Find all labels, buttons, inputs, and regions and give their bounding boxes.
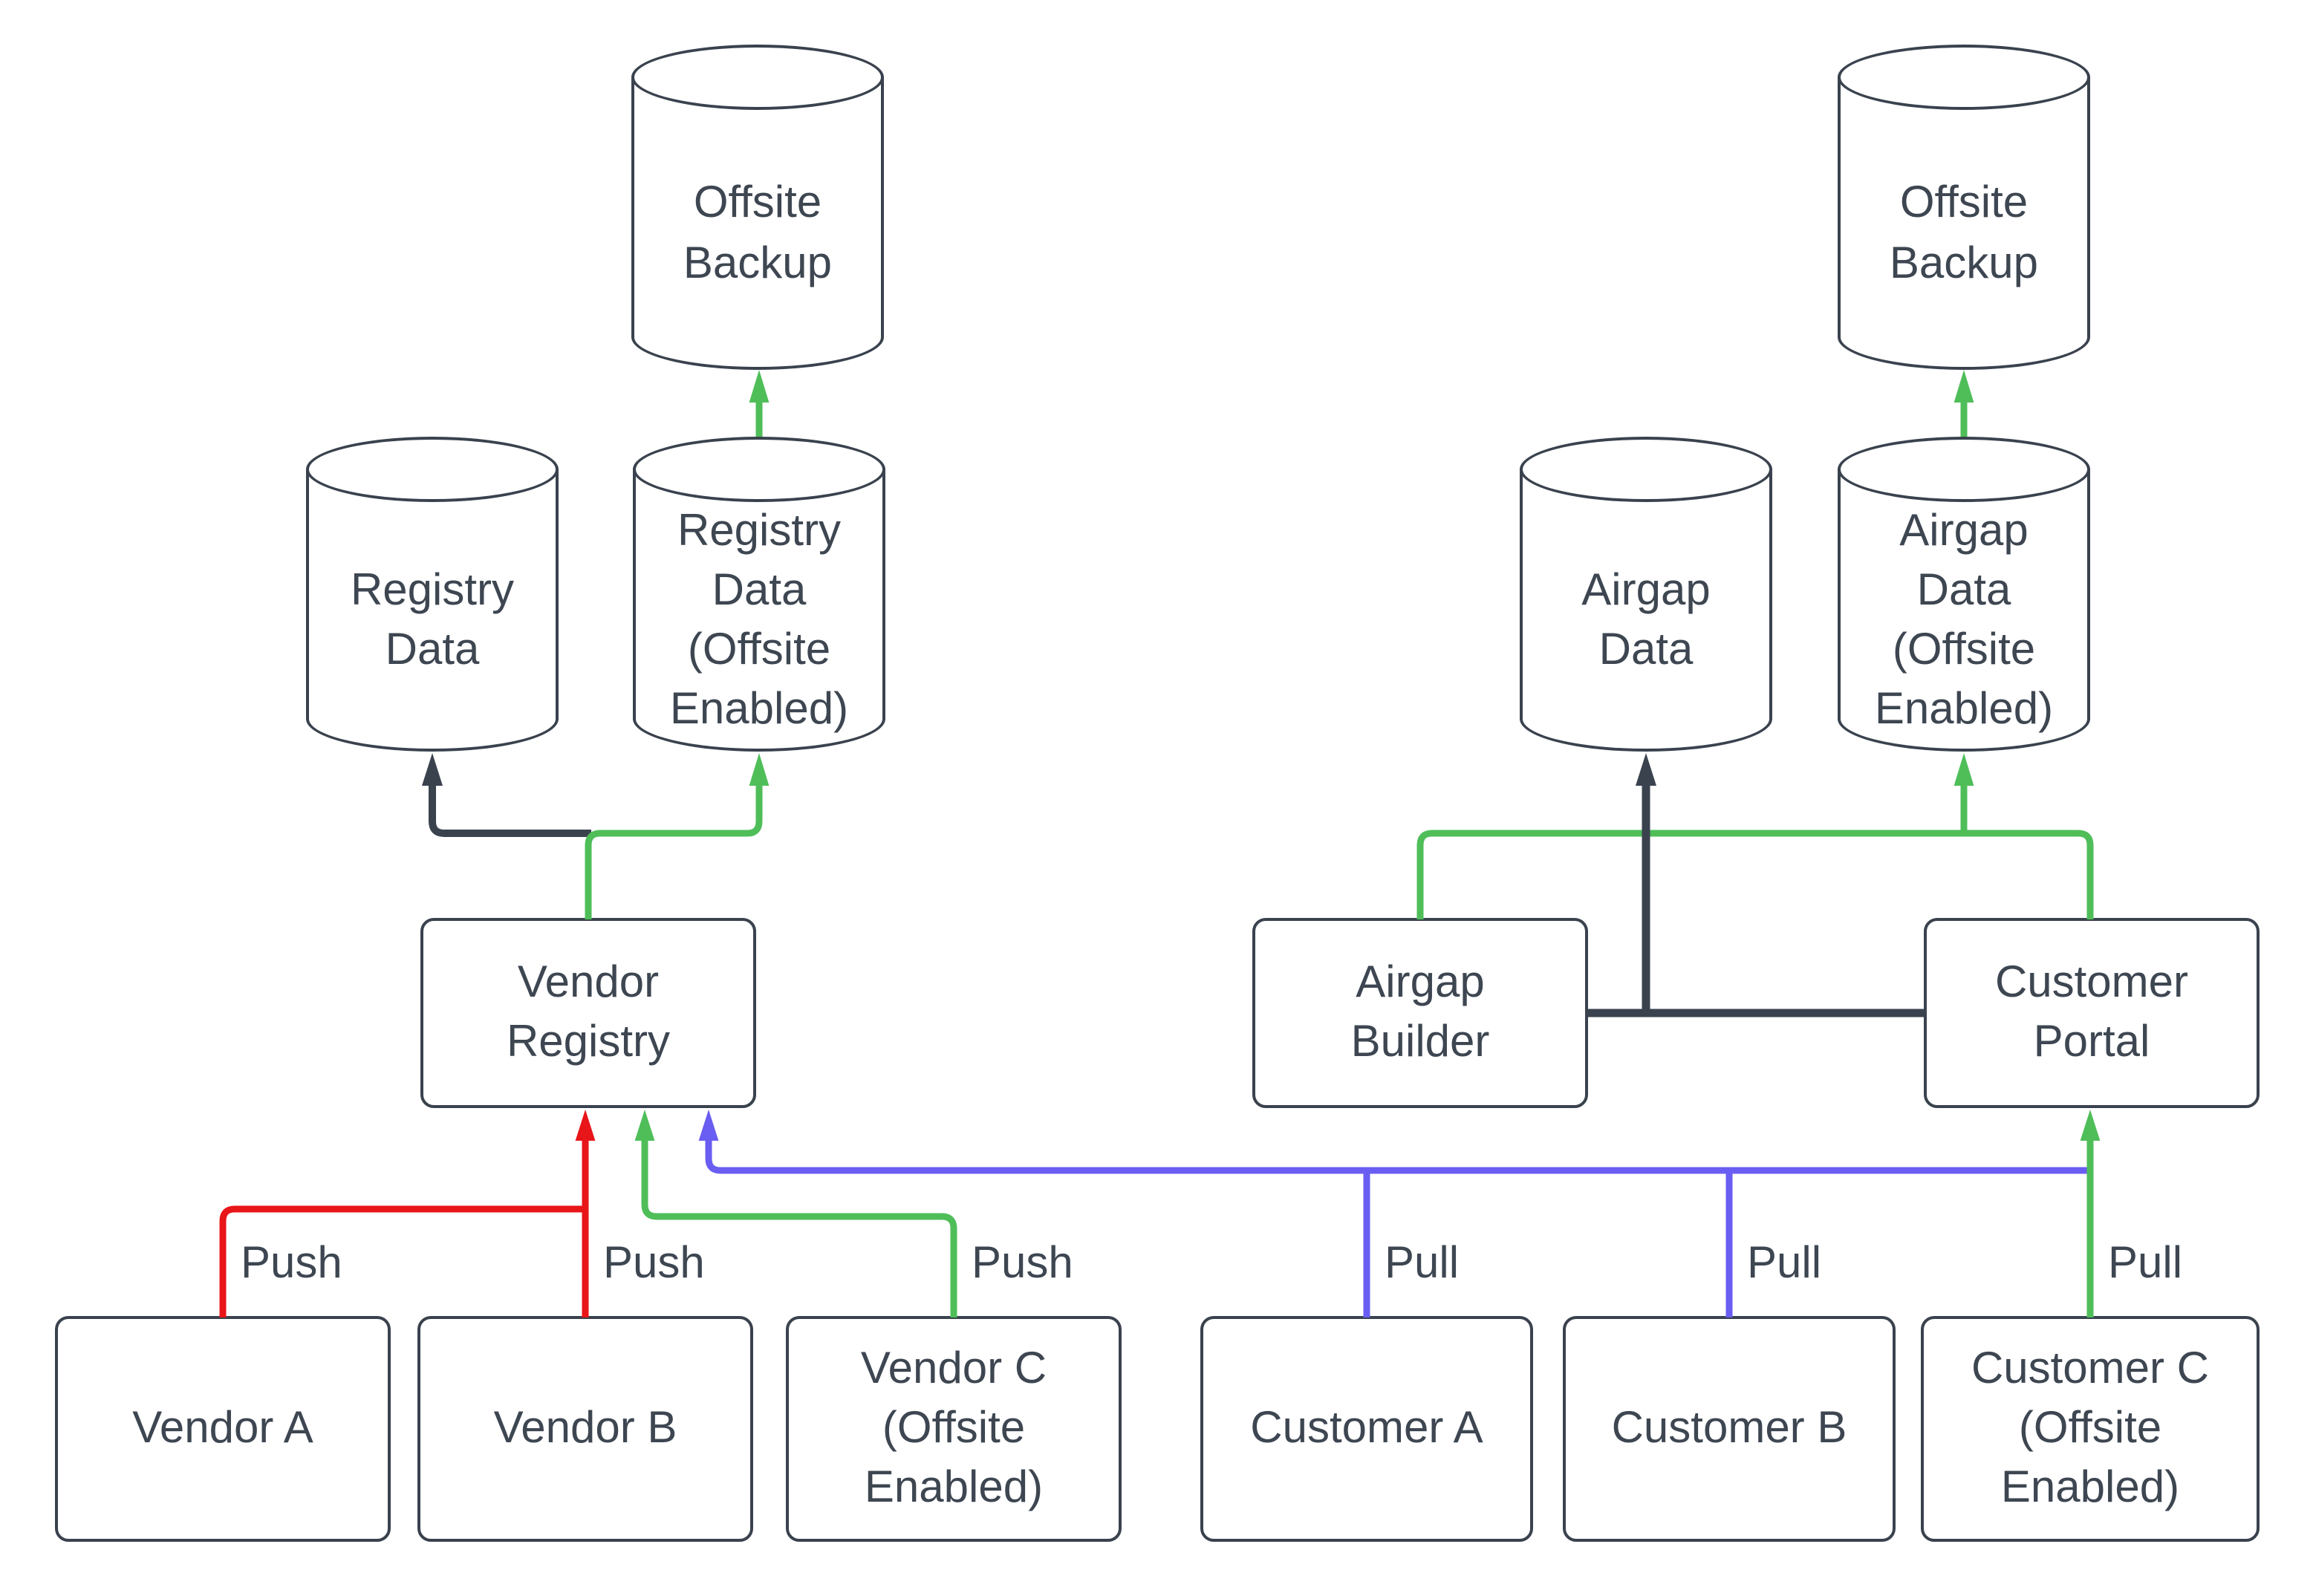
registry-data-offsite-label: Registry Data (Offsite Enabled) xyxy=(669,506,849,735)
registry-data-label: Registry Data xyxy=(350,565,515,674)
cylinder-top-ellipse xyxy=(1838,45,2090,110)
arrow-airgap-data-offsite-to-offsite-backup xyxy=(1953,370,1974,437)
arrow-vendor-registry-to-registry-data-offsite xyxy=(585,753,770,919)
customer-a-box: Customer A xyxy=(1200,1316,1533,1542)
cylinder-body xyxy=(1838,469,2090,752)
push-label-vendor-a: Push xyxy=(241,1239,342,1288)
vendor-a-box: Vendor A xyxy=(55,1316,391,1542)
airgap-data-label: Airgap Data xyxy=(1581,565,1711,674)
cylinder-top-ellipse xyxy=(1520,437,1772,502)
arrow-airgap-builder-to-customer-portal-and-airgap-data-offsite xyxy=(1416,753,2094,919)
push-label-vendor-c: Push xyxy=(972,1239,1073,1288)
cylinder-body xyxy=(306,469,559,752)
push-label-vendor-b: Push xyxy=(603,1239,705,1288)
cylinder-top-ellipse xyxy=(306,437,559,502)
arrow-customer-c-pull-to-customer-portal xyxy=(2080,1110,2101,1317)
cylinder-top-ellipse xyxy=(1838,437,2090,502)
cylinder-top-ellipse xyxy=(633,437,885,502)
vendor-c-box: Vendor C (Offsite Enabled) xyxy=(786,1316,1122,1542)
offsite-backup-right-label: Offsite Backup xyxy=(1889,178,2039,287)
pull-label-customer-c: Pull xyxy=(2108,1239,2183,1288)
pull-label-customer-a: Pull xyxy=(1385,1239,1460,1288)
vendor-registry-box: Vendor Registry xyxy=(420,918,756,1108)
cylinder-body xyxy=(633,469,885,752)
cylinder-body xyxy=(1520,469,1772,752)
customer-c-box: Customer C (Offsite Enabled) xyxy=(1921,1316,2260,1542)
registry-data-offsite-cylinder: Registry Data (Offsite Enabled) xyxy=(633,437,885,752)
offsite-backup-left-label: Offsite Backup xyxy=(683,178,833,287)
registry-data-cylinder: Registry Data xyxy=(306,437,559,752)
customer-portal-box: Customer Portal xyxy=(1924,918,2260,1108)
airgap-data-cylinder: Airgap Data xyxy=(1520,437,1772,752)
pull-label-customer-b: Pull xyxy=(1747,1239,1822,1288)
cylinder-body xyxy=(1838,77,2090,370)
airgap-builder-box: Airgap Builder xyxy=(1252,918,1588,1108)
cylinder-top-ellipse xyxy=(631,45,884,110)
cylinder-body xyxy=(631,77,884,370)
offsite-backup-left-cylinder: Offsite Backup xyxy=(631,45,884,370)
airgap-data-offsite-cylinder: Airgap Data (Offsite Enabled) xyxy=(1838,437,2090,752)
offsite-backup-right-cylinder: Offsite Backup xyxy=(1838,45,2090,370)
arrow-registry-data-offsite-to-offsite-backup xyxy=(749,370,770,437)
airgap-data-offsite-label: Airgap Data (Offsite Enabled) xyxy=(1874,506,2054,735)
arrow-vendor-registry-to-registry-data xyxy=(422,753,591,837)
customer-b-box: Customer B xyxy=(1563,1316,1896,1542)
arrow-airgap-builder-customer-portal-to-airgap-data xyxy=(1588,753,1924,1017)
vendor-b-box: Vendor B xyxy=(417,1316,753,1542)
